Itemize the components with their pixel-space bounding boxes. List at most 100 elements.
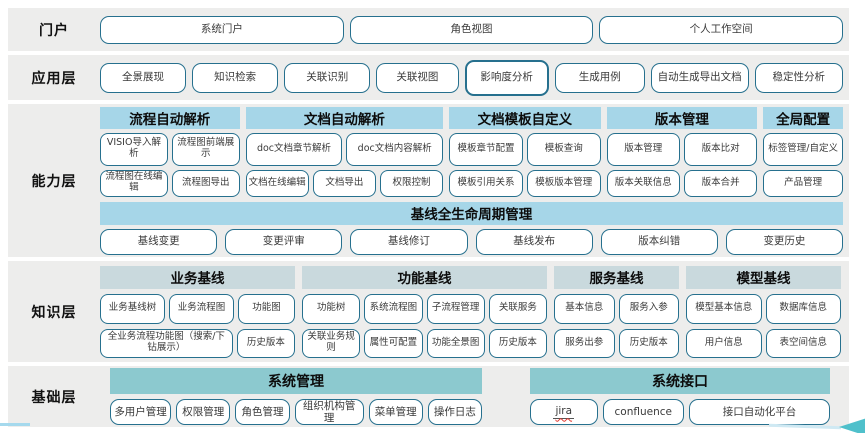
capability-row: 流程图在线编辑流程图导出: [100, 169, 240, 197]
knowledge-group-header: 服务基线: [554, 265, 679, 289]
layer-label-portal: 门户: [39, 22, 69, 39]
knowledge-row: 全业务流程功能图（搜索/下钻展示）历史版本: [100, 328, 295, 358]
bottom-left-line: [0, 423, 30, 426]
application-item: 生成用例: [554, 62, 645, 93]
baseline-lifecycle-header: 基线全生命周期管理: [100, 201, 843, 225]
application-item: 自动生成导出文档: [650, 62, 749, 93]
knowledge-item: 业务基线树: [100, 293, 166, 324]
capability-item: 产品管理: [763, 169, 843, 197]
foundation-item: 操作日志: [427, 399, 483, 425]
knowledge-group: 服务基线基本信息服务入参服务出参历史版本: [554, 265, 679, 358]
layer-label-application: 应用层: [31, 70, 77, 87]
portal-item: 系统门户: [100, 15, 344, 44]
capability-row: VISIO导入解析流程图前端展示: [100, 132, 240, 166]
application-item: 关联识别: [284, 62, 371, 93]
layer-label-foundation: 基础层: [31, 389, 77, 406]
knowledge-row: 关联业务规则属性可配置功能全景图历史版本: [302, 328, 547, 358]
knowledge-item: 功能全景图: [426, 328, 485, 358]
baseline-items-row: 基线变更变更评审基线修订基线发布版本纠错变更历史: [100, 228, 844, 255]
knowledge-item: 历史版本: [618, 328, 679, 358]
capability-item: 版本比对: [683, 132, 758, 166]
capability-item: 文档在线编辑: [245, 169, 309, 197]
capability-item: VISIO导入解析: [100, 132, 168, 166]
capability-group: 文档模板自定义模板章节配置模板查询模板引用关系模板版本管理: [449, 106, 601, 197]
knowledge-item: 子流程管理: [426, 293, 485, 324]
application-item: 影响度分析: [464, 59, 549, 96]
foundation-item: jira: [530, 399, 598, 425]
capability-row: 版本管理版本比对: [606, 132, 758, 166]
portal-item: 角色视图: [349, 15, 594, 44]
capability-group-header: 文档模板自定义: [449, 106, 601, 129]
knowledge-item: 属性可配置: [364, 328, 423, 358]
layer-label-capability: 能力层: [31, 173, 77, 190]
knowledge-item: 服务出参: [554, 328, 615, 358]
layer-label-knowledge: 知识层: [31, 304, 77, 321]
knowledge-group: 功能基线功能树系统流程图子流程管理关联服务关联业务规则属性可配置功能全景图历史版…: [302, 265, 547, 358]
knowledge-item: 表空间信息: [765, 328, 841, 358]
capability-row: 文档在线编辑文档导出权限控制: [245, 169, 444, 197]
capability-item: 版本管理: [606, 132, 680, 166]
capability-group-header: 版本管理: [606, 106, 758, 129]
capability-row: 版本关联信息版本合并: [606, 169, 758, 197]
foundation-item: 接口自动化平台: [689, 399, 830, 425]
foundation-item: 多用户管理: [110, 399, 172, 425]
capability-item: doc文档章节解析: [245, 132, 343, 166]
knowledge-row: 功能树系统流程图子流程管理关联服务: [302, 293, 547, 324]
knowledge-group: 模型基线模型基本信息数据库信息用户信息表空间信息: [686, 265, 841, 358]
capability-item: 流程图前端展示: [171, 132, 240, 166]
capability-item: 模板引用关系: [449, 169, 523, 197]
foundation-sections: 系统管理多用户管理权限管理角色管理组织机构管理菜单管理操作日志 系统接口 jira c…: [110, 368, 843, 425]
knowledge-item: 基本信息: [554, 293, 615, 324]
baseline-item: 版本纠错: [600, 228, 718, 255]
capability-group: 全局配置标签管理/自定义产品管理: [763, 106, 843, 197]
knowledge-row: 业务基线树业务流程图功能图: [100, 293, 295, 324]
knowledge-item: 历史版本: [488, 328, 547, 358]
capability-item: 模板查询: [526, 132, 601, 166]
foundation-section-header: 系统接口: [530, 368, 830, 394]
foundation-item: 菜单管理: [368, 399, 423, 425]
knowledge-item: 模型基本信息: [686, 293, 762, 324]
application-item: 全景展现: [100, 62, 187, 93]
layer-application: 应用层 全景展现知识检索关联识别关联视图影响度分析生成用例自动生成导出文档稳定性…: [8, 55, 849, 100]
foundation-item: confluence: [602, 399, 684, 425]
capability-item: 模板章节配置: [449, 132, 523, 166]
capability-group-header: 全局配置: [763, 106, 843, 129]
layer-knowledge: 知识层 业务基线业务基线树业务流程图功能图全业务流程功能图（搜索/下钻展示）历史…: [8, 261, 849, 362]
foundation-item: 组织机构管理: [294, 399, 364, 425]
knowledge-group-header: 模型基线: [686, 265, 841, 289]
knowledge-row: 基本信息服务入参: [554, 293, 679, 324]
capability-item: 模板版本管理: [526, 169, 601, 197]
bottom-right-arrow-icon: [839, 416, 865, 433]
capability-row: 模板引用关系模板版本管理: [449, 169, 601, 197]
knowledge-group: 业务基线业务基线树业务流程图功能图全业务流程功能图（搜索/下钻展示）历史版本: [100, 265, 295, 358]
capability-item: 文档导出: [312, 169, 376, 197]
layer-portal: 门户 系统门户角色视图个人工作空间: [8, 8, 849, 51]
foundation-item: 角色管理: [235, 399, 290, 425]
capability-item: 版本合并: [683, 169, 758, 197]
knowledge-item: 系统流程图: [364, 293, 423, 324]
knowledge-groups: 业务基线业务基线树业务流程图功能图全业务流程功能图（搜索/下钻展示）历史版本功能…: [100, 265, 843, 358]
capability-item: 流程图导出: [171, 169, 240, 197]
capability-group-header: 文档自动解析: [245, 106, 444, 129]
capability-item: 标签管理/自定义: [763, 132, 843, 166]
knowledge-item: 用户信息: [686, 328, 762, 358]
application-items-row: 全景展现知识检索关联识别关联视图影响度分析生成用例自动生成导出文档稳定性分析: [100, 59, 844, 96]
knowledge-item: 功能图: [238, 293, 295, 324]
baseline-item: 变更评审: [225, 228, 343, 255]
baseline-item: 基线发布: [475, 228, 593, 255]
foundation-section: 系统管理多用户管理权限管理角色管理组织机构管理菜单管理操作日志: [110, 368, 483, 425]
baseline-item: 基线修订: [350, 228, 468, 255]
capability-item: 版本关联信息: [606, 169, 680, 197]
portal-item: 个人工作空间: [599, 15, 844, 44]
capability-row: 产品管理: [763, 169, 843, 197]
misspelled-word: jira: [553, 405, 575, 419]
capability-row: 标签管理/自定义: [763, 132, 843, 166]
knowledge-item: 业务流程图: [169, 293, 235, 324]
capability-group: 版本管理版本管理版本比对版本关联信息版本合并: [606, 106, 758, 197]
foundation-item: 权限管理: [176, 399, 231, 425]
foundation-items-row: 多用户管理权限管理角色管理组织机构管理菜单管理操作日志: [110, 399, 483, 425]
